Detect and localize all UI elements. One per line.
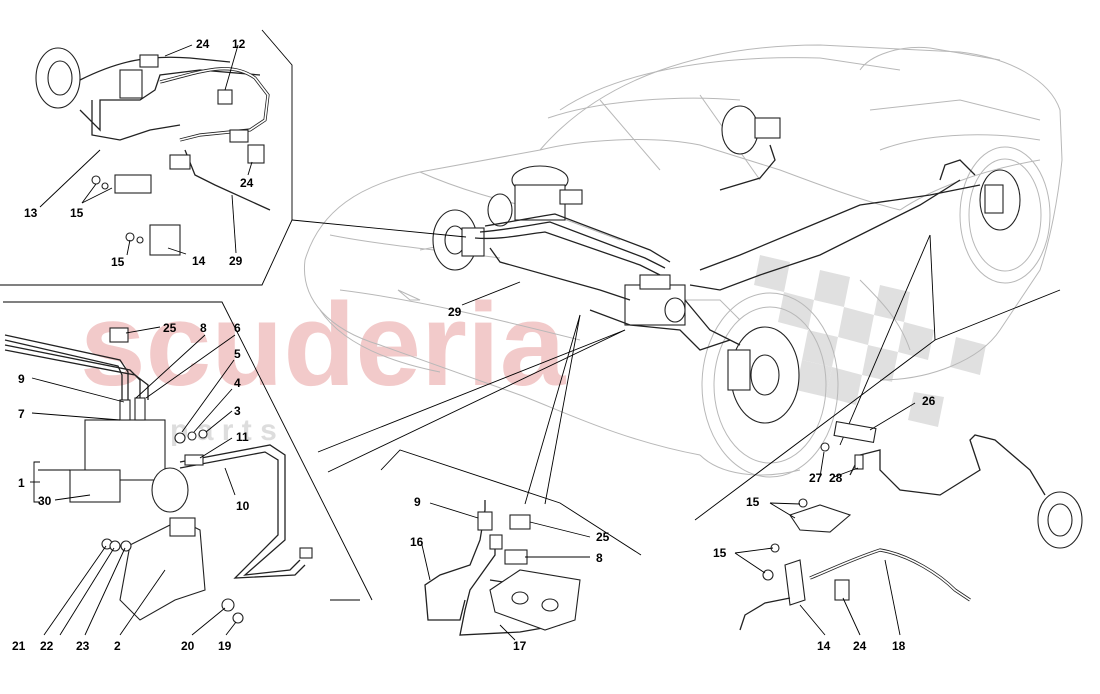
front-left-brake-disc: [432, 209, 485, 271]
callout-3: 3: [234, 404, 241, 418]
callout-5: 5: [234, 347, 241, 361]
pipe-union-8: [134, 397, 146, 421]
bracket-14b: [784, 559, 806, 606]
callout-24: 24: [853, 639, 867, 653]
washer-22: [109, 540, 121, 552]
clamp-hole-b: [541, 598, 559, 612]
clip-25b: [509, 514, 531, 530]
callout-8: 8: [596, 551, 603, 565]
callout-25: 25: [596, 530, 610, 544]
front-right-brake-disc: [727, 326, 800, 424]
pipe-union-9b: [477, 511, 493, 531]
leader-lines: [30, 44, 916, 641]
watermark: scuderia c a r p a r t s: [80, 255, 986, 447]
bolt-15a: [91, 175, 101, 185]
inset-rear-hoses: [35, 47, 271, 256]
watermark-brand: scuderia: [80, 279, 567, 411]
callout-9: 9: [414, 495, 421, 509]
callout-16: 16: [410, 535, 424, 549]
inset-pipe-clips: [424, 500, 581, 636]
callout-1: 1: [18, 476, 25, 490]
inset-abs-unit: [4, 327, 313, 624]
callout-15: 15: [713, 546, 727, 560]
pipe-end: [299, 547, 313, 559]
nut-19: [232, 612, 244, 624]
callout-labels: 24 12 13 15 24 15 14 29 29 25 8 6 5 9 4 …: [12, 37, 936, 653]
clip-24b: [247, 144, 265, 164]
clip-8b: [504, 549, 528, 565]
callout-17: 17: [513, 639, 527, 653]
callout-4: 4: [234, 376, 241, 390]
callout-19: 19: [218, 639, 232, 653]
callout-24: 24: [196, 37, 210, 51]
rear-right-brake-disc: [979, 169, 1021, 231]
front-wheel-speed-sensor-ring: [1037, 491, 1083, 549]
union-5: [174, 432, 186, 444]
washer-15b: [136, 236, 144, 244]
clip-26: [833, 420, 877, 444]
callout-13: 13: [24, 206, 38, 220]
clip-25: [109, 327, 129, 343]
clip-24c: [834, 579, 850, 601]
inset-front-hose: [739, 420, 1083, 631]
callout-14: 14: [192, 254, 206, 268]
callout-23: 23: [76, 639, 90, 653]
bolt-15c: [798, 498, 808, 508]
pipe-union-8b: [489, 534, 503, 550]
callout-29: 29: [229, 254, 243, 268]
callout-15: 15: [746, 495, 760, 509]
clamp-hole-a: [511, 591, 529, 605]
callout-28: 28: [829, 471, 843, 485]
callout-6: 6: [234, 321, 241, 335]
mounting-bracket: [119, 69, 143, 99]
union-11: [184, 454, 204, 466]
callout-20: 20: [181, 639, 195, 653]
callout-8: 8: [200, 321, 207, 335]
clip-12: [217, 89, 233, 105]
callout-9: 9: [18, 372, 25, 386]
rear-brake-assembly: [721, 105, 781, 155]
callout-24: 24: [240, 176, 254, 190]
callout-7: 7: [18, 407, 25, 421]
callout-11: 11: [236, 430, 249, 444]
abs-motor: [151, 467, 189, 513]
wheel-speed-sensor-ring: [35, 47, 81, 109]
bolt-15b: [125, 232, 135, 242]
pipe-clamp-17: [489, 569, 581, 631]
callout-2: 2: [114, 639, 121, 653]
section-frames: [0, 29, 1061, 601]
callout-10: 10: [236, 499, 250, 513]
callout-15: 15: [70, 206, 84, 220]
bracket-15: [114, 174, 152, 194]
washer-15a: [101, 182, 109, 190]
callout-21: 21: [12, 639, 26, 653]
callout-15: 15: [111, 255, 125, 269]
callout-12: 12: [232, 37, 246, 51]
callout-26: 26: [922, 394, 936, 408]
washer-15d: [762, 569, 774, 581]
abs-unit-in-car: [624, 274, 686, 326]
pipe-union-9: [119, 399, 131, 421]
hose-fitting: [169, 154, 191, 170]
union-4: [187, 431, 197, 441]
car-brake-pipes: [474, 144, 981, 351]
hose-end-fitting: [229, 129, 249, 143]
union-3: [198, 429, 208, 439]
clip-24a: [139, 54, 159, 68]
sensor-28: [854, 454, 864, 470]
bracket-15c: [789, 504, 852, 533]
callout-22: 22: [40, 639, 54, 653]
callout-14: 14: [817, 639, 831, 653]
bolt-27: [820, 442, 830, 452]
callout-27: 27: [809, 471, 823, 485]
bush-23: [120, 540, 132, 552]
callout-18: 18: [892, 639, 906, 653]
callout-25: 25: [163, 321, 177, 335]
bracket-tab: [169, 517, 196, 537]
callout-29: 29: [448, 305, 462, 319]
callout-30: 30: [38, 494, 52, 508]
